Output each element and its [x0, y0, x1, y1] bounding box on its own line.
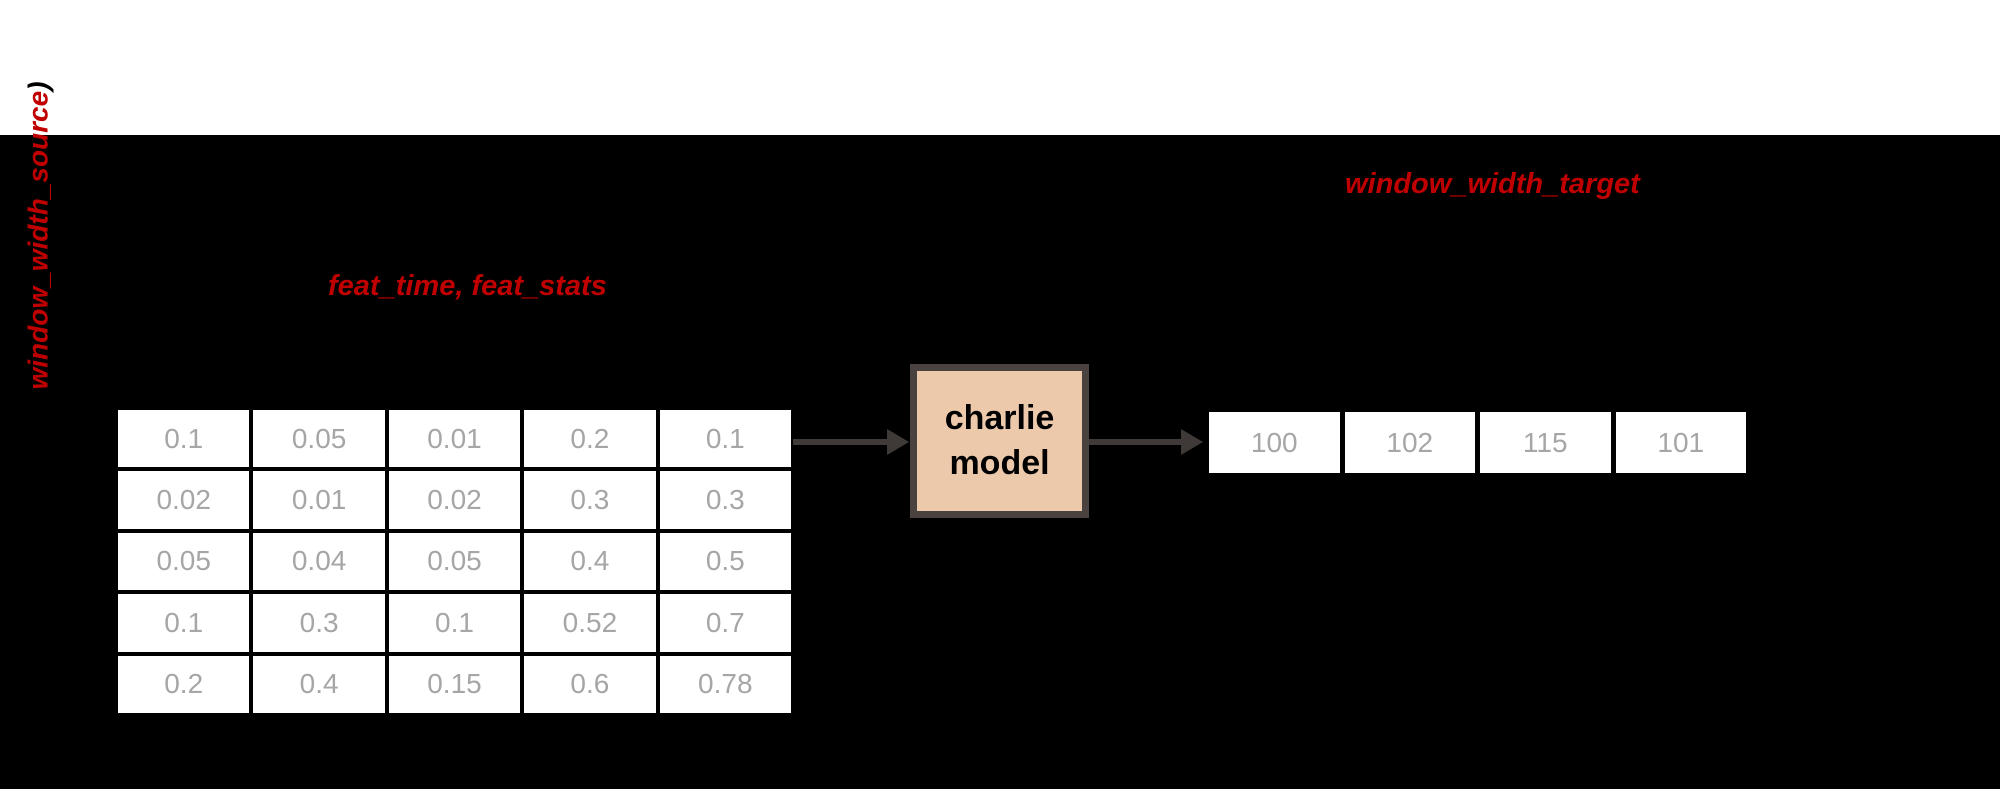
table-cell: 0.15: [388, 655, 521, 713]
model-output-arrow: [1089, 439, 1181, 445]
features-label: feat_time, feat_stats: [328, 270, 607, 302]
output-cell: 115: [1480, 412, 1611, 473]
table-cell: 0.1: [118, 410, 250, 468]
output-value-row: 100 102 115 101: [1209, 412, 1746, 473]
model-name-line1: charlie: [944, 399, 1055, 437]
closing-paren-text: ): [22, 81, 54, 91]
table-cell: 0.04: [253, 532, 385, 591]
table-cell: 0.5: [659, 532, 791, 591]
table-cell: 0.1: [388, 594, 521, 652]
window-width-target-label: window_width_target: [1345, 168, 1640, 200]
output-cell: 102: [1344, 412, 1475, 473]
table-cell: 0.1: [118, 594, 250, 652]
model-name-line2: model: [949, 444, 1050, 482]
arrow-right-icon: [1181, 429, 1203, 455]
table-cell: 0.05: [118, 532, 250, 591]
table-cell: 0.3: [524, 471, 656, 529]
table-cell: 0.4: [253, 655, 385, 713]
table-cell: 0.02: [388, 471, 521, 529]
table-cell: 0.02: [118, 471, 250, 529]
top-white-band: [0, 0, 2000, 135]
table-cell: 0.52: [524, 594, 656, 652]
window-width-source-text: window_width_source: [22, 90, 54, 390]
arrow-right-icon: [887, 429, 909, 455]
table-cell: 0.1: [659, 410, 791, 468]
input-feature-table: 0.1 0.05 0.01 0.2 0.1 0.02 0.01 0.02 0.3…: [118, 410, 791, 713]
output-cell: 101: [1615, 412, 1746, 473]
table-cell: 0.2: [118, 655, 250, 713]
table-cell: 0.7: [659, 594, 791, 652]
output-cell: 100: [1209, 412, 1340, 473]
table-cell: 0.01: [388, 410, 521, 468]
table-cell: 0.3: [253, 594, 385, 652]
window-width-source-label: window_width_source): [23, 81, 54, 389]
table-cell: 0.05: [253, 410, 385, 468]
table-cell: 0.2: [524, 410, 656, 468]
table-cell: 0.78: [659, 655, 791, 713]
model-input-arrow: [793, 439, 887, 445]
table-cell: 0.6: [524, 655, 656, 713]
charlie-model-box: charlie model: [910, 364, 1089, 518]
table-cell: 0.4: [524, 532, 656, 591]
table-cell: 0.05: [388, 532, 521, 591]
table-cell: 0.3: [659, 471, 791, 529]
table-cell: 0.01: [253, 471, 385, 529]
